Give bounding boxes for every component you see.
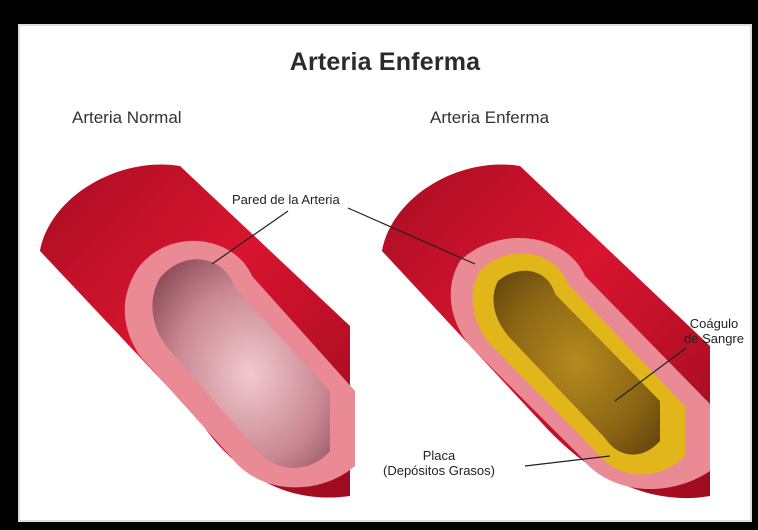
blood-clot-label-line1: Coágulo [674,316,752,331]
outer-black-frame: Arteria Enferma Arteria Normal Arteria E… [6,8,752,524]
diagram-title: Arteria Enferma [20,48,750,77]
plaque-label-line2: (Depósitos Grasos) [354,463,524,478]
diagram-canvas: Arteria Enferma Arteria Normal Arteria E… [18,24,752,522]
plaque-label-line1: Placa [354,448,524,463]
blood-clot-label-line2: de Sangre [674,331,752,346]
normal-artery [40,164,355,497]
normal-artery-heading: Arteria Normal [72,108,182,128]
blood-clot-label: Coágulo de Sangre [674,316,752,346]
artery-wall-label: Pared de la Arteria [232,192,340,207]
plaque-label: Placa (Depósitos Grasos) [354,448,524,478]
diseased-artery-heading: Arteria Enferma [430,108,549,128]
